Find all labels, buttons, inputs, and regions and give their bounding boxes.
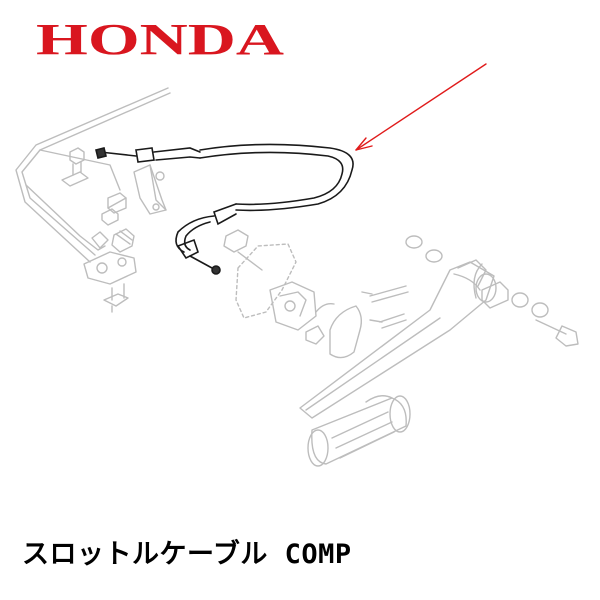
throttle-drum-left: [83, 251, 137, 313]
part-name-caption: スロットルケーブル COMP: [22, 539, 352, 570]
svg-text:HONDA: HONDA: [36, 15, 284, 62]
right-side-hardware: [405, 235, 579, 347]
throttle-cable: [95, 143, 354, 275]
pointer-arrow: [355, 63, 487, 151]
housing-clamp: [315, 285, 409, 359]
honda-logo: HONDA: [36, 14, 286, 64]
cable-bracket: [61, 164, 167, 215]
handle-grip: [307, 395, 411, 467]
small-hardware-left: [69, 147, 135, 253]
throttle-pipe: [299, 259, 497, 419]
honda-logo-wordmark: HONDA: [36, 15, 284, 64]
parts-diagram: [15, 63, 579, 467]
switch-housing: [223, 229, 325, 345]
throttle-rod-assembly: [15, 87, 171, 263]
